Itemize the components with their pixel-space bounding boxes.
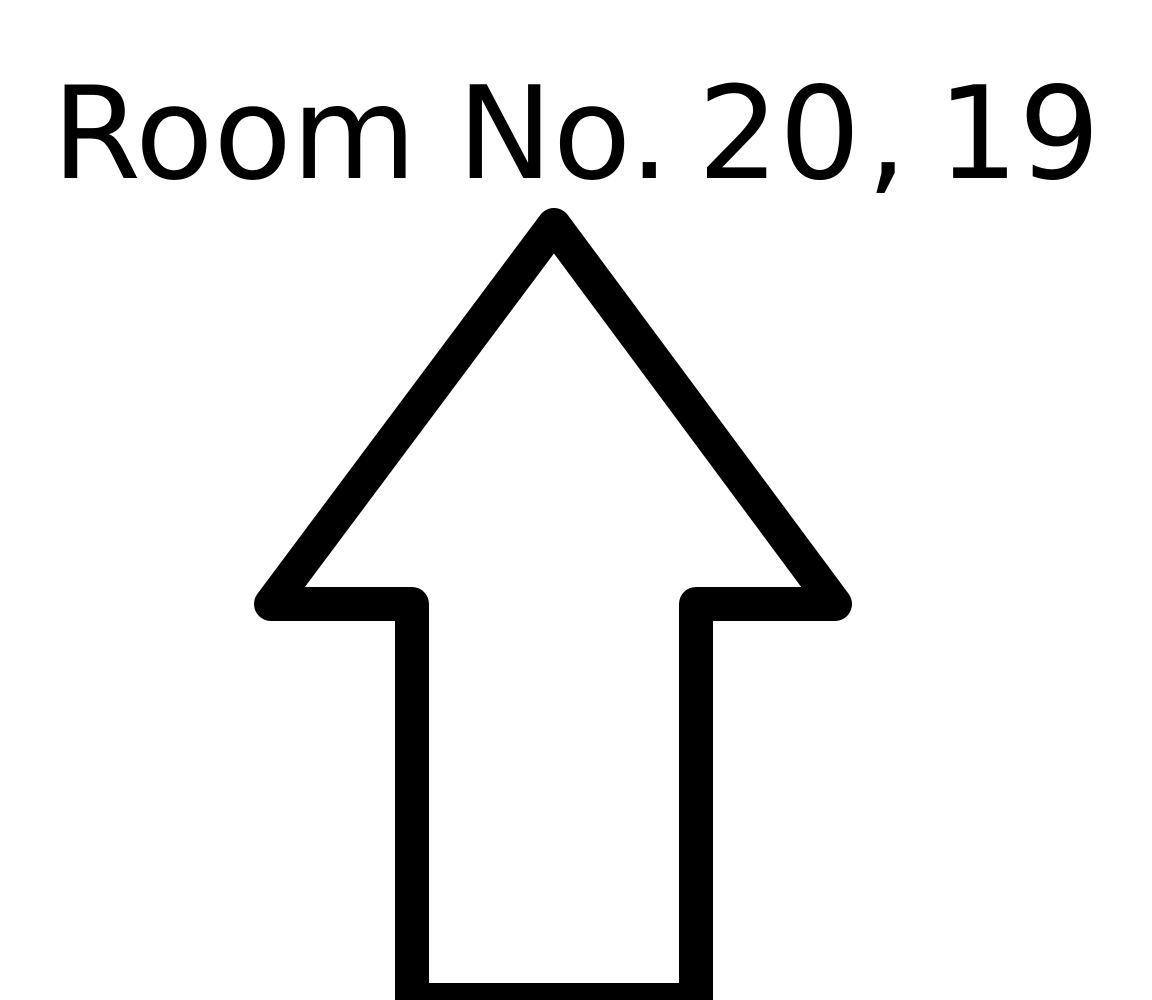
room-label: Room No. <box>51 60 670 209</box>
room-number: 20 <box>697 60 861 209</box>
room-number: 19 <box>937 60 1101 209</box>
up-arrow-outline <box>254 208 852 1000</box>
room-sign-heading: Room No.20,19 <box>0 60 1152 210</box>
room-number-separator: , <box>866 60 908 209</box>
